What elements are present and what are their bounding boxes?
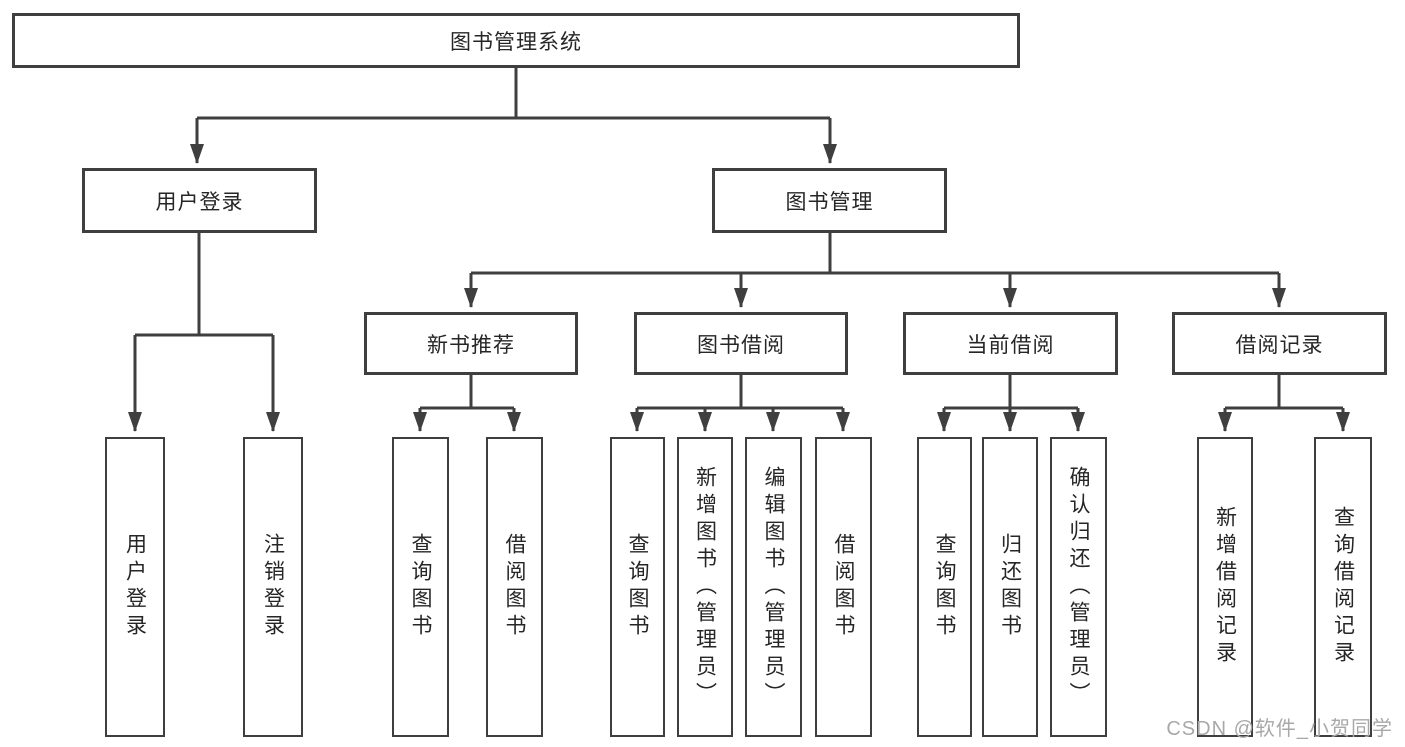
- node-borrowing-records: 借阅记录: [1172, 312, 1387, 375]
- leaf-current-confirm-return-admin-label: 确认归还（管理员）: [1067, 465, 1090, 709]
- leaf-current-query-books: 查询图书: [917, 437, 972, 737]
- leaf-borrowing-query-books: 查询图书: [610, 437, 665, 737]
- leaf-logout: 注销登录: [243, 437, 303, 737]
- node-new-book-recommend: 新书推荐: [364, 312, 578, 375]
- leaf-borrowing-query-books-label: 查询图书: [626, 533, 649, 641]
- node-root-system: 图书管理系统: [12, 13, 1020, 68]
- node-book-borrowing-label: 图书借阅: [697, 333, 785, 357]
- node-user-login-label: 用户登录: [155, 190, 244, 214]
- csdn-watermark: CSDN @软件_小贺同学: [1166, 718, 1393, 740]
- node-book-management: 图书管理: [712, 168, 947, 233]
- node-new-book-recommend-label: 新书推荐: [427, 333, 515, 357]
- node-user-login: 用户登录: [82, 168, 317, 233]
- leaf-records-add-record-label: 新增借阅记录: [1213, 506, 1237, 668]
- leaf-recommend-query-books-label: 查询图书: [409, 533, 432, 641]
- leaf-current-query-books-label: 查询图书: [933, 533, 956, 641]
- edge-records-stem: [1225, 375, 1343, 410]
- leaf-borrowing-borrow-books: 借阅图书: [815, 437, 872, 737]
- leaf-records-query-record-label: 查询借阅记录: [1331, 506, 1355, 668]
- leaf-current-return-books: 归还图书: [982, 437, 1038, 737]
- node-borrowing-records-label: 借阅记录: [1235, 333, 1324, 357]
- node-current-borrowing-label: 当前借阅: [966, 333, 1055, 357]
- leaf-recommend-query-books: 查询图书: [392, 437, 449, 737]
- leaf-borrowing-edit-books-admin-label: 编辑图书（管理员）: [762, 465, 785, 709]
- leaf-borrowing-borrow-books-label: 借阅图书: [832, 533, 855, 641]
- node-root-label: 图书管理系统: [450, 30, 582, 54]
- leaf-user-login: 用户登录: [105, 437, 165, 737]
- leaf-current-return-books-label: 归还图书: [998, 533, 1022, 641]
- node-current-borrowing: 当前借阅: [903, 312, 1118, 375]
- edge-current-stem: [944, 375, 1078, 410]
- leaf-borrowing-add-books-admin: 新增图书（管理员）: [677, 437, 733, 737]
- edge-recommend-stem: [420, 375, 514, 410]
- leaf-user-login-label: 用户登录: [123, 533, 147, 641]
- node-book-management-label: 图书管理: [785, 190, 874, 214]
- edge-root-stem: [197, 68, 830, 120]
- leaf-recommend-borrow-books: 借阅图书: [486, 437, 543, 737]
- leaf-records-query-record: 查询借阅记录: [1314, 437, 1372, 737]
- edge-borrowing-stem: [637, 375, 843, 410]
- edge-book-management-stem: [471, 233, 1279, 275]
- leaf-borrowing-edit-books-admin: 编辑图书（管理员）: [745, 437, 802, 737]
- edge-user-login-stem: [135, 233, 273, 337]
- node-book-borrowing: 图书借阅: [634, 312, 848, 375]
- leaf-recommend-borrow-books-label: 借阅图书: [503, 533, 526, 641]
- leaf-current-confirm-return-admin: 确认归还（管理员）: [1050, 437, 1107, 737]
- leaf-logout-label: 注销登录: [261, 533, 285, 641]
- leaf-borrowing-add-books-admin-label: 新增图书（管理员）: [693, 465, 717, 709]
- leaf-records-add-record: 新增借阅记录: [1197, 437, 1253, 737]
